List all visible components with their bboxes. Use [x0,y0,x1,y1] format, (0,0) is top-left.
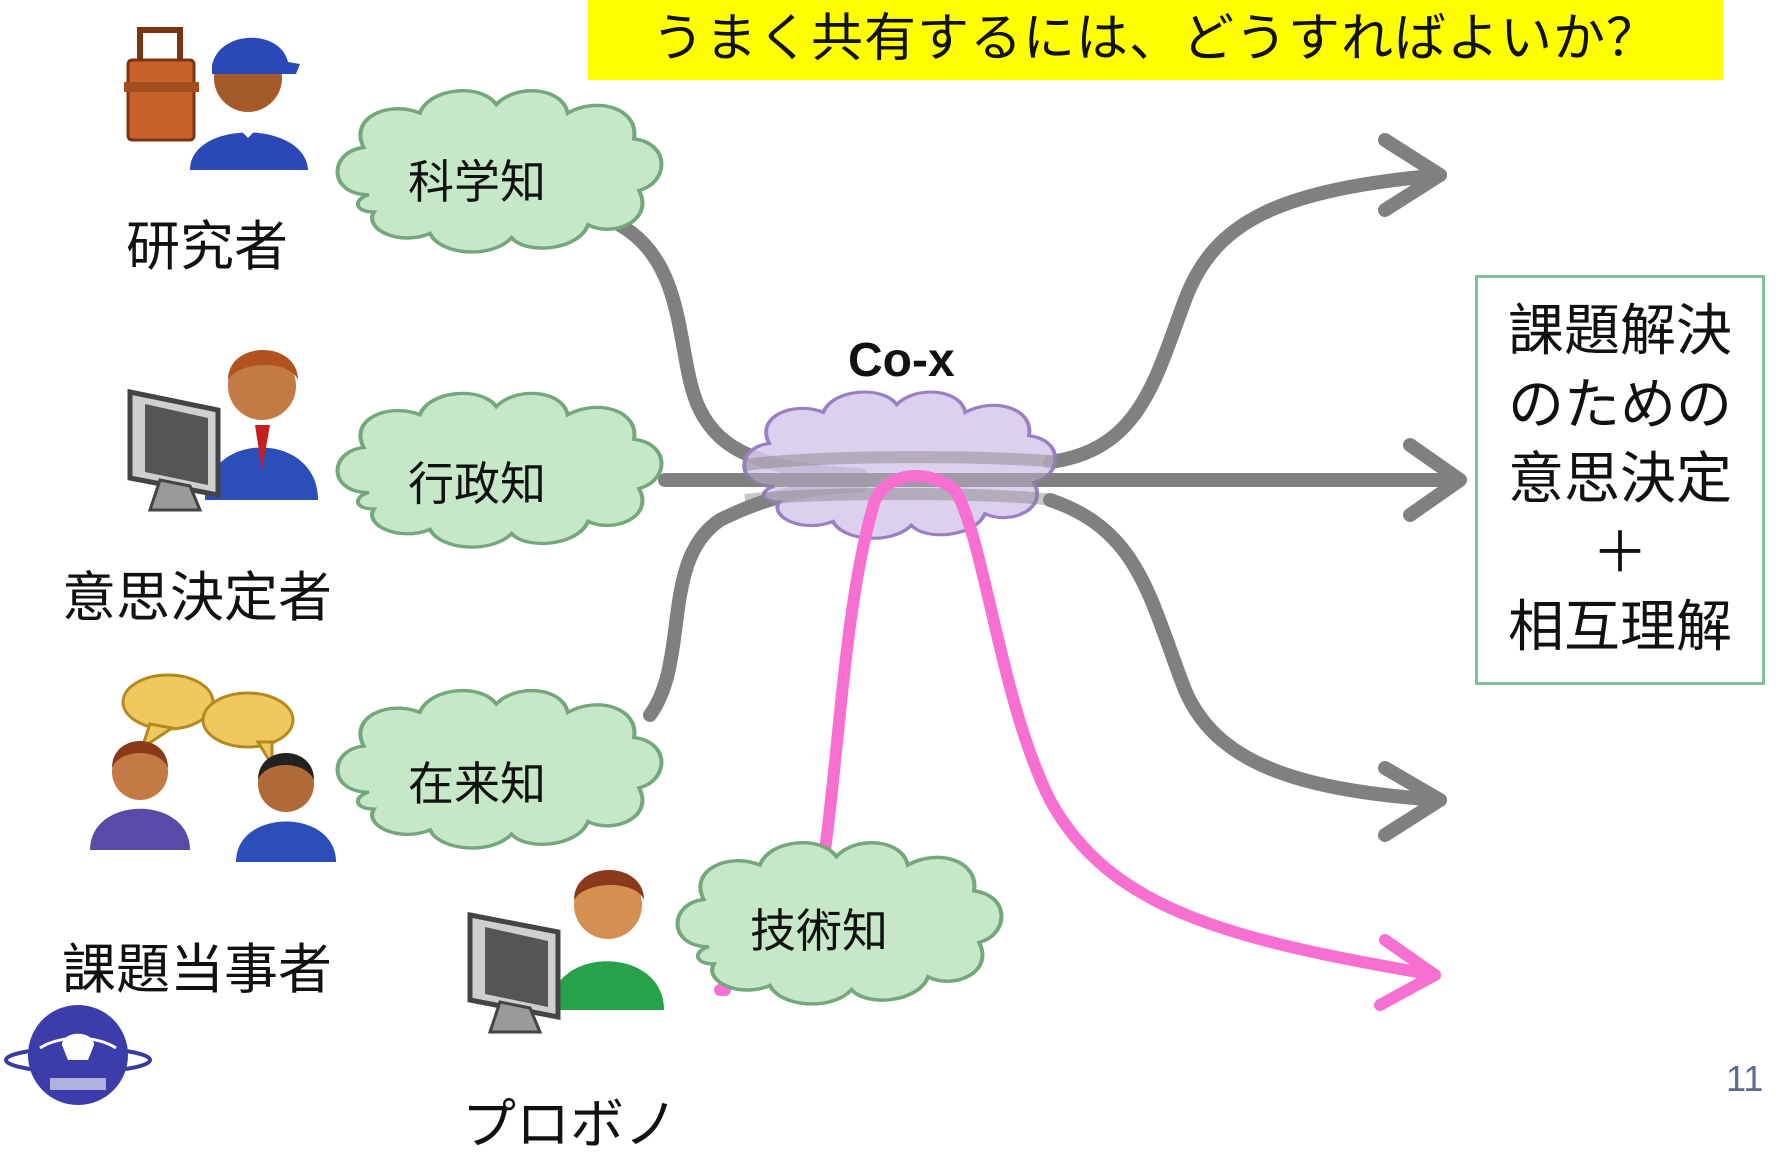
actor-label-probono: プロボノ [462,1093,678,1156]
result-line: 課題解決 [1508,299,1732,364]
person-at-computer-icon-probono [467,870,664,1034]
flow-arrows-gray [613,133,1467,842]
question-banner: うまく共有するには、どうすればよいか？ [588,0,1723,80]
rihn-globe-logo [4,1005,152,1105]
arrowhead-middle [1403,438,1467,522]
cloud-label-admin: 行政知 [408,457,546,511]
actor-label-stakeholder: 課題当事者 [62,938,332,1001]
hub-cloud [740,390,1065,541]
arrowhead-bottom [1378,761,1447,842]
two-people-talking-icon [90,673,336,862]
hub-label: Co-x [848,334,955,387]
result-line: 意思決定 [1508,447,1732,512]
arrowhead-top [1378,133,1447,217]
flow-tech-pink [714,470,1441,1011]
worker-with-toolbox-icon [124,27,308,170]
result-line: のための [1508,373,1732,438]
result-box: 課題解決 のための 意思決定 ＋ 相互理解 [1475,275,1765,685]
page-number: 11 [1726,1058,1764,1099]
actor-label-researcher: 研究者 [126,215,288,278]
person-at-computer-icon [127,350,318,512]
cloud-label-science: 科学知 [408,155,546,209]
flow-out-bottom [1043,493,1447,807]
actor-label-decision-maker: 意思決定者 [62,566,332,629]
arrowhead-pink [1374,934,1441,1011]
cloud-label-local: 在来知 [408,757,546,811]
result-line: ＋ [1592,521,1648,586]
result-line: 相互理解 [1508,595,1732,660]
flow-out-top [1043,168,1447,469]
cloud-label-tech: 技術知 [750,904,888,958]
